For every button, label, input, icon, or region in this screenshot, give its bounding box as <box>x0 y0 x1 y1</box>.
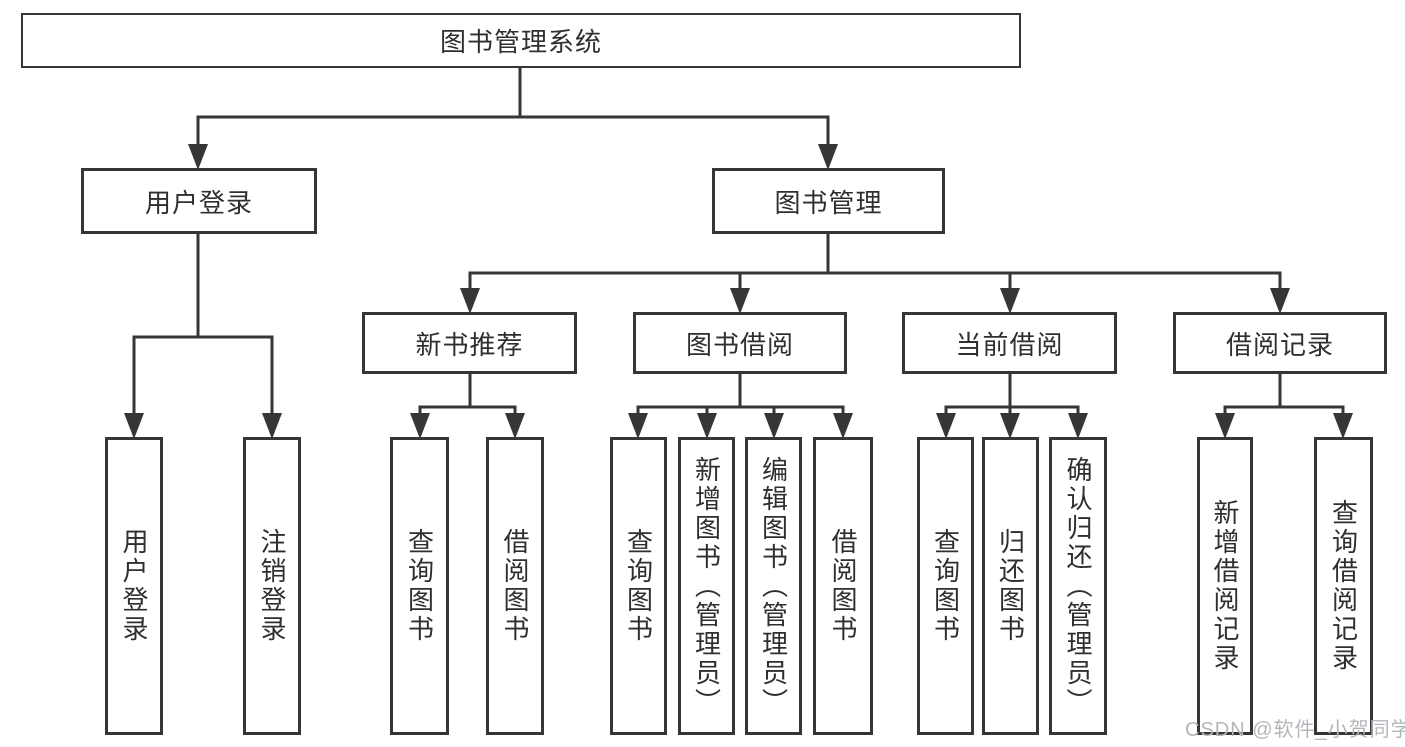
node-user-login: 用户登录 <box>81 168 317 234</box>
watermark: CSDN @软件_小贺同学 <box>1185 719 1405 741</box>
leaf-query-books: 查询图书 <box>390 437 449 735</box>
leaf-add-books-admin: 新增图书（管理员） <box>678 437 735 735</box>
node-new-book-recommend: 新书推荐 <box>362 312 577 374</box>
leaf-return-books: 归还图书 <box>982 437 1039 735</box>
leaf-add-borrow-record: 新增借阅记录 <box>1197 437 1253 735</box>
leaf-query-books: 查询图书 <box>917 437 974 735</box>
node-current-borrow: 当前借阅 <box>902 312 1117 374</box>
arrowhead-icons <box>124 144 1353 439</box>
leaf-user-login: 用户登录 <box>105 437 163 735</box>
node-new-book-recommend-label: 新书推荐 <box>415 329 524 360</box>
leaf-edit-books-admin: 编辑图书（管理员） <box>745 437 802 735</box>
node-current-borrow-label: 当前借阅 <box>955 329 1064 360</box>
node-book-borrow: 图书借阅 <box>633 312 847 374</box>
node-root-label: 图书管理系统 <box>439 27 602 57</box>
leaf-query-books: 查询图书 <box>610 437 667 735</box>
leaf-query-borrow-record: 查询借阅记录 <box>1314 437 1373 735</box>
node-root: 图书管理系统 <box>21 13 1021 68</box>
node-borrow-records-label: 借阅记录 <box>1225 329 1334 360</box>
node-user-login-label: 用户登录 <box>144 187 253 218</box>
node-book-management-label: 图书管理 <box>774 187 883 218</box>
node-borrow-records: 借阅记录 <box>1173 312 1387 374</box>
node-book-borrow-label: 图书借阅 <box>685 329 794 360</box>
leaf-borrow-books: 借阅图书 <box>813 437 873 735</box>
node-book-management: 图书管理 <box>712 168 945 234</box>
leaf-logout-login: 注销登录 <box>243 437 301 735</box>
leaf-borrow-books: 借阅图书 <box>486 437 544 735</box>
leaf-confirm-return-admin: 确认归还（管理员） <box>1049 437 1107 735</box>
